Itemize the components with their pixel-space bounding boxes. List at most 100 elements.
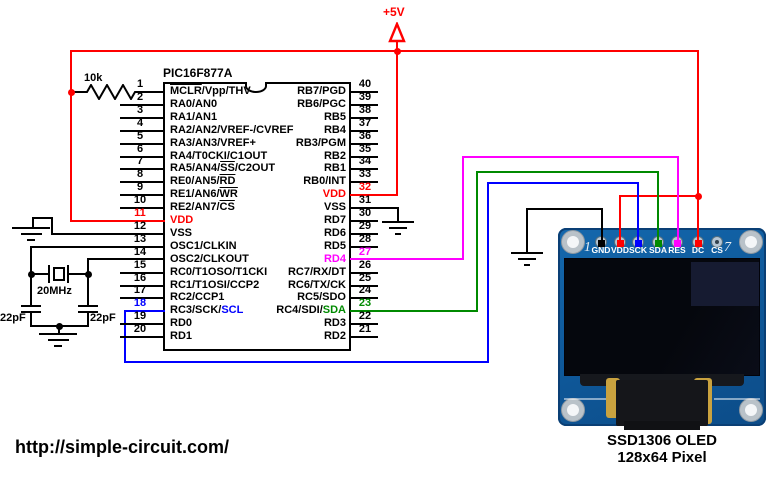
wire-red xyxy=(619,195,621,246)
pin-name-39: RB6/PGC xyxy=(200,98,346,111)
pin-name-17: RC2/CCP1 xyxy=(170,291,224,304)
pin-number-8: 8 xyxy=(136,168,144,180)
pin-name-11: VDD xyxy=(170,214,193,227)
oled-pin-label-sda: SDA xyxy=(649,245,667,255)
ic-title: PIC16F877A xyxy=(163,66,233,80)
pin-name-10: RE2/AN7/CS xyxy=(170,201,235,214)
pin-name-segment: VSS xyxy=(170,227,193,239)
junction-dot xyxy=(28,271,35,278)
wire-blue xyxy=(125,310,165,312)
pin-number-26: 26 xyxy=(358,259,372,271)
mounting-hole xyxy=(739,398,763,422)
wire-blue xyxy=(487,182,489,363)
pin-line xyxy=(350,323,378,325)
pin-number-3: 3 xyxy=(136,104,144,116)
pin-name-segment: RC7/RX/DT xyxy=(287,266,346,278)
pin-name-22: RD3 xyxy=(200,317,346,330)
ground-icon xyxy=(382,221,414,223)
flex-ribbon xyxy=(616,380,708,426)
ground-icon xyxy=(524,264,530,266)
ground-icon xyxy=(518,258,536,260)
pin-name-segment: VSS xyxy=(323,201,346,213)
pin-name-segment: /C2OUT xyxy=(234,162,276,174)
pcb-trace xyxy=(564,398,608,400)
wire-red xyxy=(70,220,165,222)
pin-number-31: 31 xyxy=(358,194,372,206)
wire-endpoint xyxy=(598,240,605,247)
pin-name-27: RD4 xyxy=(200,253,346,266)
pin-line xyxy=(120,207,164,209)
pin-name-31: VSS xyxy=(200,201,346,214)
pin-name-segment: RA0/AN0 xyxy=(170,98,218,110)
wire-black xyxy=(32,217,53,219)
pin-line xyxy=(120,104,164,106)
wire-black xyxy=(526,208,603,210)
wire-green xyxy=(350,310,478,312)
pin-number-1: 1 xyxy=(136,78,144,90)
pin-line xyxy=(350,91,378,93)
pin-number-29: 29 xyxy=(358,220,372,232)
pin-number-7: 7 xyxy=(136,155,144,167)
pin-name-segment: RD3 xyxy=(323,317,346,329)
wire-black xyxy=(601,208,603,246)
pin-line xyxy=(350,181,378,183)
pin-name-40: RB7/PGD xyxy=(200,85,346,98)
wire-magenta xyxy=(677,156,679,246)
pin-name-segment: WR xyxy=(219,188,238,200)
pin-name-29: RD6 xyxy=(200,227,346,240)
pin-number-28: 28 xyxy=(358,233,372,245)
pin-line xyxy=(350,143,378,145)
pin-name-segment: RB3/PGM xyxy=(295,137,346,149)
ground-icon xyxy=(511,252,543,254)
resistor-value-label: 10k xyxy=(84,72,103,84)
pin-number-16: 16 xyxy=(133,272,147,284)
pin-name-segment: RD2 xyxy=(323,330,346,342)
pin-number-23: 23 xyxy=(358,297,372,309)
oled-pin-label-gnd: GND xyxy=(591,245,611,255)
pin-name-segment: SCL xyxy=(221,304,244,316)
pin-name-segment: RC4/SDI/ xyxy=(276,304,323,316)
pin-name-segment: RC0/T1OSO/T1CKI xyxy=(170,266,268,278)
mounting-hole xyxy=(739,230,763,254)
pin-name-13: OSC1/CLKIN xyxy=(170,240,237,253)
pin-name-segment: RB0/INT xyxy=(303,175,346,187)
pin-line xyxy=(120,168,164,170)
wire-blue xyxy=(487,182,639,184)
pin-number-15: 15 xyxy=(133,259,147,271)
pin-number-20: 20 xyxy=(133,323,147,335)
pin-name-segment: RB6/PGC xyxy=(297,98,346,110)
wire-black xyxy=(67,273,89,275)
wire-black xyxy=(30,246,165,248)
pin-name-1: MCLR/Vpp/THV xyxy=(170,85,251,98)
wire-green xyxy=(476,171,659,173)
wire-endpoint xyxy=(655,240,662,247)
ground-icon xyxy=(20,233,42,235)
pcb-trace xyxy=(714,398,760,400)
pin-line xyxy=(350,156,378,158)
pin-number-40: 40 xyxy=(358,78,372,90)
pin-line xyxy=(350,104,378,106)
wire-black xyxy=(87,258,165,260)
pin-name-30: RD7 xyxy=(200,214,346,227)
pin-number-5: 5 xyxy=(136,130,144,142)
pin-name-7: RA5/AN4/SS/C2OUT xyxy=(170,162,275,175)
pin-number-34: 34 xyxy=(358,155,372,167)
pin-name-33: RB0/INT xyxy=(200,175,346,188)
wire-red xyxy=(70,50,72,222)
pin-line xyxy=(350,336,378,338)
oled-screen xyxy=(564,258,760,376)
junction-dot xyxy=(56,323,63,330)
pin-number-6: 6 xyxy=(136,143,144,155)
screen-reflection xyxy=(691,262,759,306)
pin-line xyxy=(120,323,164,325)
pin-name-segment: RC2/CCP1 xyxy=(170,291,225,303)
pin-name-segment: RD5 xyxy=(323,240,346,252)
cap-right-value-label: 22pF xyxy=(90,312,116,324)
pin-name-38: RB5 xyxy=(200,111,346,124)
pin-name-24: RC5/SDO xyxy=(200,291,346,304)
wire-blue xyxy=(637,182,639,246)
pin-name-15: RC0/T1OSO/T1CKI xyxy=(170,266,267,279)
pin-line xyxy=(120,285,164,287)
pin-name-9: RE1/AN6/WR xyxy=(170,188,238,201)
pin-number-21: 21 xyxy=(358,323,372,335)
